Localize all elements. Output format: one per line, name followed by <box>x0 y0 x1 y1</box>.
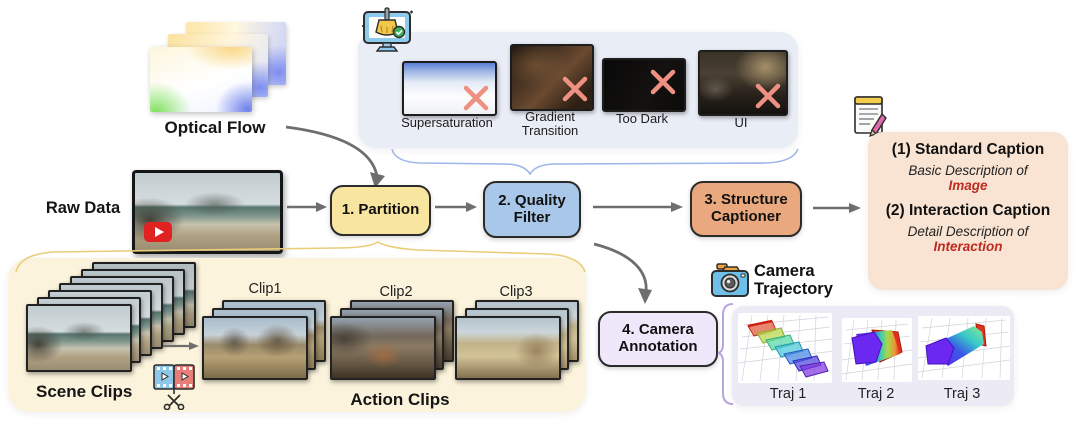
quality-filter-box-line1: 2. Quality <box>498 191 566 209</box>
ui-label: UI <box>734 115 748 130</box>
reject-x-icon <box>562 76 588 102</box>
caption-panel: (1) Standard Caption Basic Description o… <box>868 132 1068 290</box>
arrow-structure-to-caption <box>813 203 861 213</box>
standard-caption-title: (1) Standard Caption <box>891 141 1045 158</box>
reject-x-icon <box>650 69 676 95</box>
camera-icon <box>711 263 749 297</box>
stacked-thumbnail <box>455 316 561 380</box>
clip2-label: Clip2 <box>379 284 413 300</box>
arrow-opticalflow-to-partition <box>285 125 385 188</box>
arrow-scene-to-clips <box>163 342 199 350</box>
arrow-rawdata-to-partition <box>287 202 327 212</box>
too-dark-label: Too Dark <box>615 111 669 126</box>
interaction-caption-title: (2) Interaction Caption <box>885 202 1051 219</box>
optical-flow-label: Optical Flow <box>164 118 266 137</box>
too-dark-thumbnail <box>602 58 686 112</box>
optical-flow-stack <box>150 22 290 114</box>
reject-x-icon <box>755 83 781 109</box>
stacked-thumbnail <box>330 316 436 380</box>
gradient-transition-thumbnail <box>510 44 594 111</box>
interaction-caption-highlight: Interaction <box>933 239 1003 254</box>
structure-captioner-box-line1: 3. Structure <box>704 191 788 209</box>
traj1-label: Traj 1 <box>769 386 807 402</box>
clip3-stack <box>455 300 579 380</box>
interaction-caption-desc: Detail Description of <box>907 224 1029 239</box>
traj3-label: Traj 3 <box>943 386 981 402</box>
clip1-stack <box>202 300 326 380</box>
raw-data-label: Raw Data <box>45 199 121 217</box>
clips-panel-brace <box>15 241 586 273</box>
scene-clips-stack <box>26 262 198 378</box>
stacked-thumbnail <box>202 316 308 380</box>
camera-trajectory-label-line2: Trajectory <box>754 280 833 299</box>
scene-clips-label: Scene Clips <box>36 382 133 401</box>
clip3-label: Clip3 <box>499 284 533 300</box>
arrow-quality-to-camera <box>593 242 652 304</box>
screen-cleaning-icon <box>362 7 413 52</box>
quality-filter-box-line2: Filter <box>513 208 551 226</box>
traj3-plot <box>918 316 1010 380</box>
structure-captioner-box-line2: Captioner <box>710 208 781 225</box>
traj2-plot <box>842 318 912 382</box>
trajectory-brace <box>717 303 734 405</box>
raw-data-thumbnail <box>132 170 283 254</box>
gradient-transition-label: Gradient Transition <box>521 109 579 139</box>
arrow-partition-to-quality <box>435 202 477 212</box>
partition-box-label: 1. Partition <box>341 201 420 219</box>
camera-trajectory-label: Camera Trajectory <box>754 262 833 299</box>
traj1-plot <box>738 313 832 383</box>
supersaturation-thumbnail <box>402 61 497 116</box>
arrow-quality-to-structure <box>593 202 683 212</box>
stacked-thumbnail <box>26 304 132 372</box>
action-clips-label: Action Clips <box>350 390 450 409</box>
film-cut-icon <box>153 364 195 410</box>
quality-panel-brace <box>391 148 799 176</box>
structure-captioner-box: 3. Structure Captioner <box>690 181 802 237</box>
traj2-label: Traj 2 <box>857 386 895 402</box>
ui-thumbnail <box>698 50 788 116</box>
optical-flow-frame <box>150 47 252 112</box>
camera-annotation-box: 4. Camera Annotation <box>598 311 718 367</box>
reject-x-icon <box>463 85 489 111</box>
standard-caption-desc: Basic Description of <box>908 163 1028 178</box>
camera-trajectory-label-line1: Camera <box>754 262 815 280</box>
camera-annotation-box-line2: Annotation <box>618 338 698 355</box>
clip1-label: Clip1 <box>248 281 282 297</box>
supersaturation-label: Supersaturation <box>401 115 493 130</box>
youtube-play-icon <box>144 222 172 242</box>
quality-filter-box: 2. Quality Filter <box>483 181 581 238</box>
camera-annotation-box-line1: 4. Camera <box>622 321 694 339</box>
partition-box: 1. Partition <box>330 185 431 236</box>
clip2-stack <box>330 300 454 380</box>
standard-caption-highlight: Image <box>948 178 988 193</box>
